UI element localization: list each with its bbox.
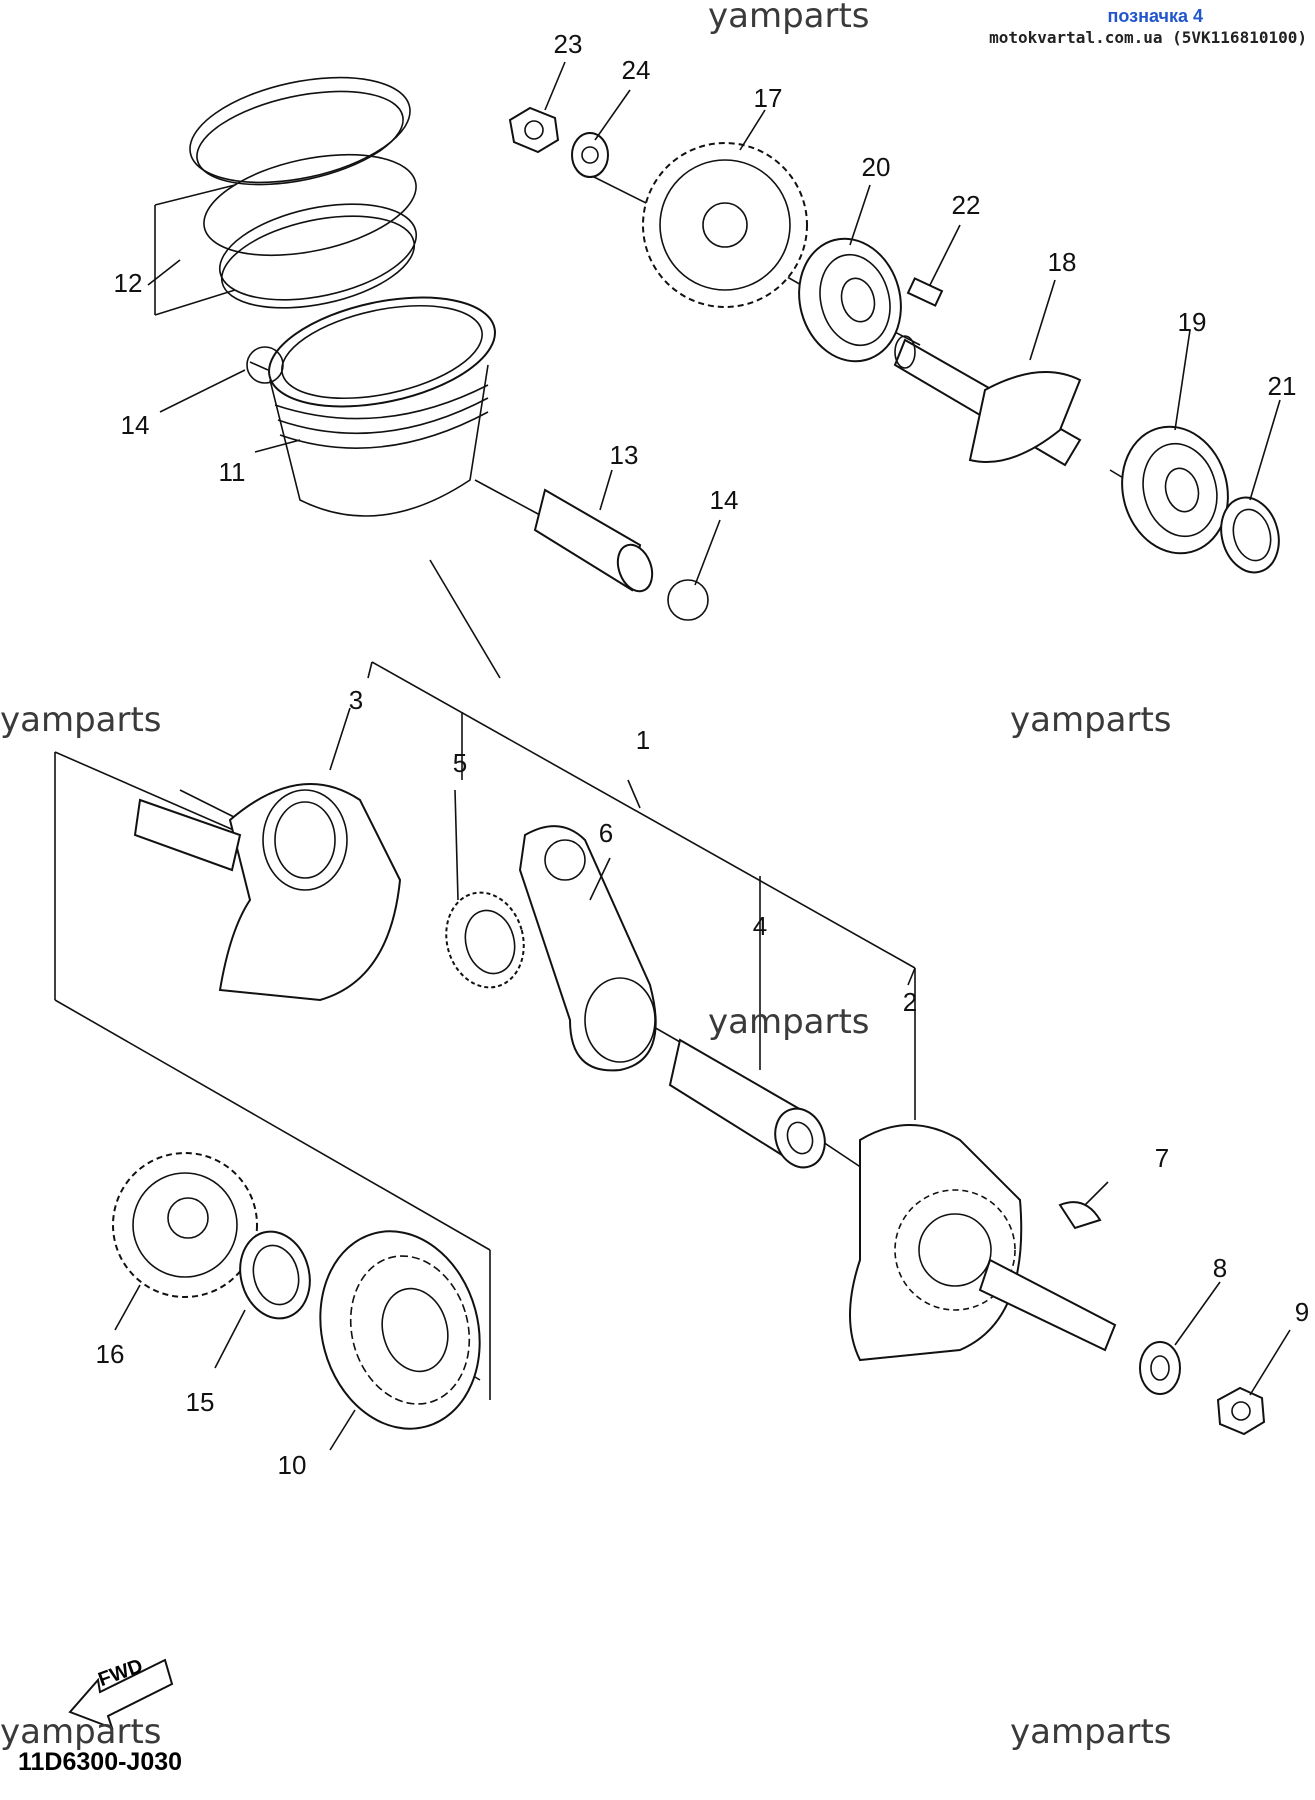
watermark-center: yamparts (708, 1002, 870, 1042)
lock-washer (571, 132, 609, 178)
callout-14-left: 14 (120, 410, 150, 440)
callout-12: 12 (113, 268, 143, 298)
callout-4: 4 (752, 911, 768, 941)
piston-pin (533, 488, 654, 593)
callout-19: 19 (1177, 307, 1207, 337)
crankshaft-left (133, 783, 402, 1002)
watermark-mid-right: yamparts (1010, 700, 1172, 740)
bearing-lower (319, 1230, 481, 1430)
callout-24: 24 (621, 55, 651, 85)
callout-10: 10 (277, 1450, 307, 1480)
needle-bearing (445, 891, 525, 989)
callout-11: 11 (218, 457, 246, 487)
woodruff-key-lower (1058, 1201, 1102, 1230)
callout-2: 2 (902, 987, 918, 1017)
callout-15: 15 (185, 1387, 215, 1417)
woodruff-key-upper (906, 277, 944, 307)
fwd-arrow (68, 1658, 174, 1730)
callout-17: 17 (753, 83, 783, 113)
crank-nut (1216, 1386, 1266, 1436)
primary-drive-gear (112, 1152, 258, 1298)
bearing-upper-left (798, 237, 902, 363)
callout-13: 13 (609, 440, 639, 470)
balancer-shaft (893, 335, 1082, 467)
callout-14-right: 14 (709, 485, 739, 515)
callout-23: 23 (553, 29, 583, 59)
oil-seal (1220, 496, 1280, 574)
bearing-upper-right (1121, 425, 1229, 555)
part-code: 11D6300-J030 (18, 1748, 183, 1776)
crankshaft-right (849, 1124, 1117, 1362)
watermark-top: yamparts (708, 0, 870, 36)
header-title: позначка 4 (1107, 6, 1204, 26)
connecting-rod (518, 825, 657, 1072)
watermark-mid-left: yamparts (0, 700, 162, 740)
header-subtitle: motokvartal.com.ua (5VK116810100) (989, 28, 1307, 47)
callout-9: 9 (1294, 1297, 1310, 1327)
callout-8: 8 (1212, 1253, 1228, 1283)
circlip-left (246, 346, 284, 384)
crank-pin (668, 1038, 826, 1169)
callout-7: 7 (1154, 1143, 1170, 1173)
circlip-right (667, 579, 709, 621)
watermark-bottom-left: yamparts (0, 1712, 162, 1752)
callout-16: 16 (95, 1339, 125, 1369)
callout-6: 6 (598, 818, 614, 848)
callout-22: 22 (951, 190, 981, 220)
spacer-washer (239, 1230, 311, 1320)
balancer-drive-gear (642, 142, 808, 308)
upper-nut (508, 106, 560, 154)
callout-21: 21 (1267, 371, 1297, 401)
callout-3: 3 (348, 685, 364, 715)
crank-washer (1139, 1341, 1181, 1395)
callout-20: 20 (861, 152, 891, 182)
piston-rings (189, 76, 418, 309)
callout-18: 18 (1047, 247, 1077, 277)
callout-leaders (114, 61, 1291, 1451)
piston (268, 296, 496, 517)
callout-1: 1 (635, 725, 651, 755)
callout-5: 5 (452, 748, 468, 778)
watermark-bottom-right: yamparts (1010, 1712, 1172, 1752)
